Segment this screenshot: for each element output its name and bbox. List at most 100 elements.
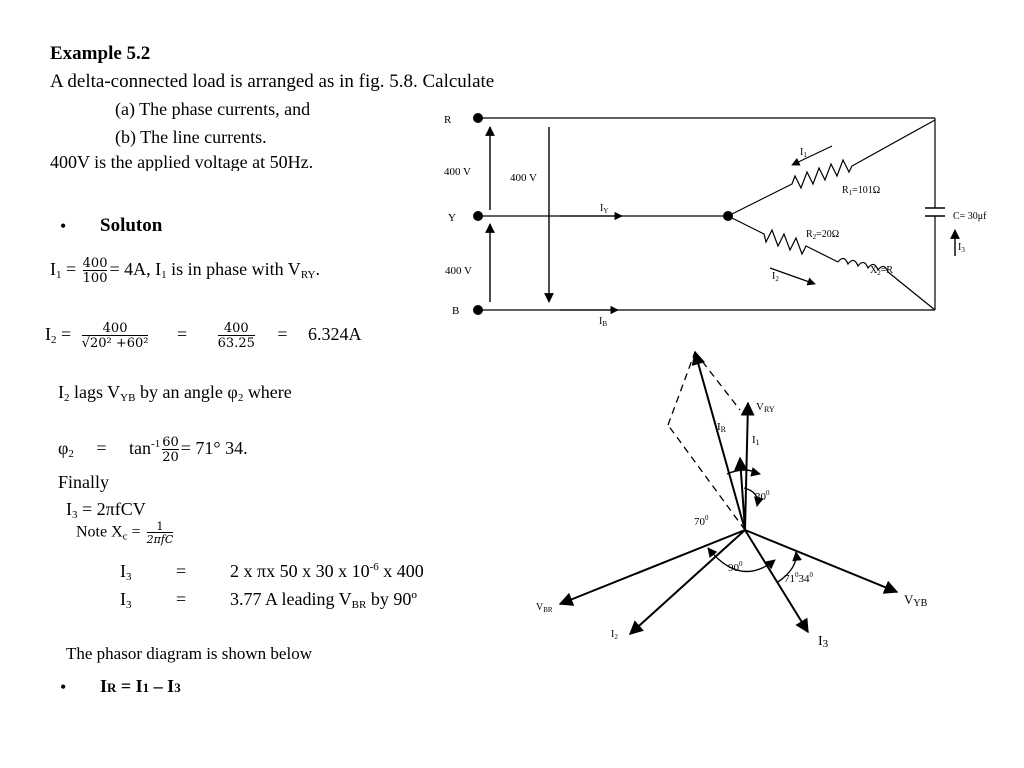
voltage-text: 400V is the applied voltage at 50Hz. <box>50 152 314 171</box>
a71-sup: 0 <box>795 571 799 579</box>
note-den: 2πfC <box>146 532 174 546</box>
i3-calc-1: I3 <box>120 561 132 583</box>
phasor-ir <box>691 350 746 531</box>
x2-sub: 2 <box>877 269 881 277</box>
calc1-sub: 3 <box>126 571 132 583</box>
phi-symbol: φ <box>58 438 69 459</box>
node-r-label: R <box>444 114 452 126</box>
problem-item-a: (a) The phase currents, and <box>115 99 311 119</box>
i3c-main: I <box>958 242 961 253</box>
phasor-vbr <box>558 529 746 606</box>
lags-i: I <box>58 382 64 402</box>
r1-val: =101Ω <box>852 185 880 196</box>
i1c-sub: 1 <box>803 151 807 159</box>
phi-tan: tan <box>129 438 152 459</box>
a90-main: 90 <box>728 562 740 574</box>
i2c-main: I <box>772 271 775 282</box>
i3-calc-1-rhs: 2 x πx 50 x 30 x 10-6 x 400 <box>230 561 424 582</box>
phi-tan-sup: -1 <box>151 438 161 451</box>
i3c-sub: 3 <box>961 246 965 254</box>
node-r-dot <box>473 113 483 123</box>
note-x: Note X <box>76 523 123 541</box>
iy-main: I <box>600 203 603 214</box>
ib-main: I <box>599 316 602 327</box>
angle-90-label: 900 <box>728 560 743 574</box>
problem-voltage: 400V is the applied voltage at 50Hz. <box>50 152 313 171</box>
i1-symbol: I <box>50 259 56 280</box>
i1-sub: 1 <box>56 269 62 282</box>
i2-num: 400 <box>102 321 128 336</box>
x2-inductor <box>837 257 936 311</box>
phasor-vyb <box>744 529 899 594</box>
phasor-caption: The phasor diagram is shown below <box>66 644 312 663</box>
r2-sub: 2 <box>813 233 817 241</box>
i3-calc-1-eq: = <box>176 561 187 581</box>
ir-sub: R <box>107 680 117 695</box>
a71-sup2: 0 <box>810 571 814 579</box>
ib-sub: B <box>602 320 607 328</box>
i1-eq: = <box>61 259 77 280</box>
ir-i3-sub: 3 <box>174 680 181 695</box>
calc1-i: I <box>120 561 126 581</box>
x2-main: X <box>870 265 878 276</box>
i3-formula-i: I <box>66 499 72 519</box>
i3p-main: I <box>818 634 823 649</box>
ir-i: I <box>100 676 108 696</box>
r2-resistor <box>727 215 839 263</box>
lags-statement: I2 lags VYB by an angle φ2 where <box>58 382 292 404</box>
i2-eq3: = <box>277 324 288 345</box>
solution-bullet: • <box>60 216 67 236</box>
lags-i-sub: 2 <box>64 392 70 404</box>
irp-sub: R <box>721 425 727 434</box>
i3-calc-2-eq: = <box>176 589 187 609</box>
lags-v: lags V <box>69 382 121 402</box>
calc2-rhs: 3.77 A leading V <box>230 589 352 609</box>
v-yb-label: 400 V <box>445 265 472 277</box>
vry-main: V <box>756 401 764 413</box>
calc1-sup: -6 <box>369 561 379 573</box>
phasor-i3 <box>744 529 809 634</box>
i3-calc-2-rhs: 3.77 A leading VBR by 90º <box>230 589 417 611</box>
i2-eq: = <box>56 324 72 345</box>
i3-circuit-label: I3 <box>958 242 965 254</box>
phi-result: = 71° 34. <box>180 438 248 459</box>
vry-label: VRY <box>756 401 775 414</box>
i2-num2: 400 <box>223 321 249 336</box>
finally-text: Finally <box>58 472 110 492</box>
vyb-label: VYB <box>904 592 928 609</box>
phi-sub: 2 <box>68 448 74 461</box>
arc-30 <box>743 487 764 507</box>
phi-den: 20 <box>162 449 179 465</box>
i2-symbol: I <box>45 324 51 345</box>
i1-num: 400 <box>82 256 108 271</box>
i2-result: 6.324A <box>308 324 362 345</box>
ir-equation: IR = I1 – I3 <box>100 676 181 697</box>
a30-main: 30 <box>755 491 767 503</box>
vyb-sub: YB <box>913 598 927 609</box>
note-num: 1 <box>156 520 164 533</box>
i2c-sub: 2 <box>775 275 779 283</box>
a90-sup: 0 <box>739 560 743 568</box>
r1-resistor <box>727 119 936 217</box>
i2-sub: 2 <box>51 334 57 347</box>
v-rb-label: 400 V <box>510 172 537 184</box>
i1-arrow <box>791 145 833 166</box>
i3-formula-sub: 3 <box>72 509 78 521</box>
note-eq: = <box>127 523 145 541</box>
note-x-sub: c <box>122 530 128 543</box>
i1-phase-text: is in phase with V <box>166 259 301 280</box>
arc-7134 <box>777 551 802 583</box>
ir-phasor-label: IR <box>717 421 727 434</box>
i2p-sub: 2 <box>614 633 618 641</box>
r2-label: R2=20Ω <box>806 229 839 241</box>
i1-phase-sub: RY <box>300 269 316 282</box>
